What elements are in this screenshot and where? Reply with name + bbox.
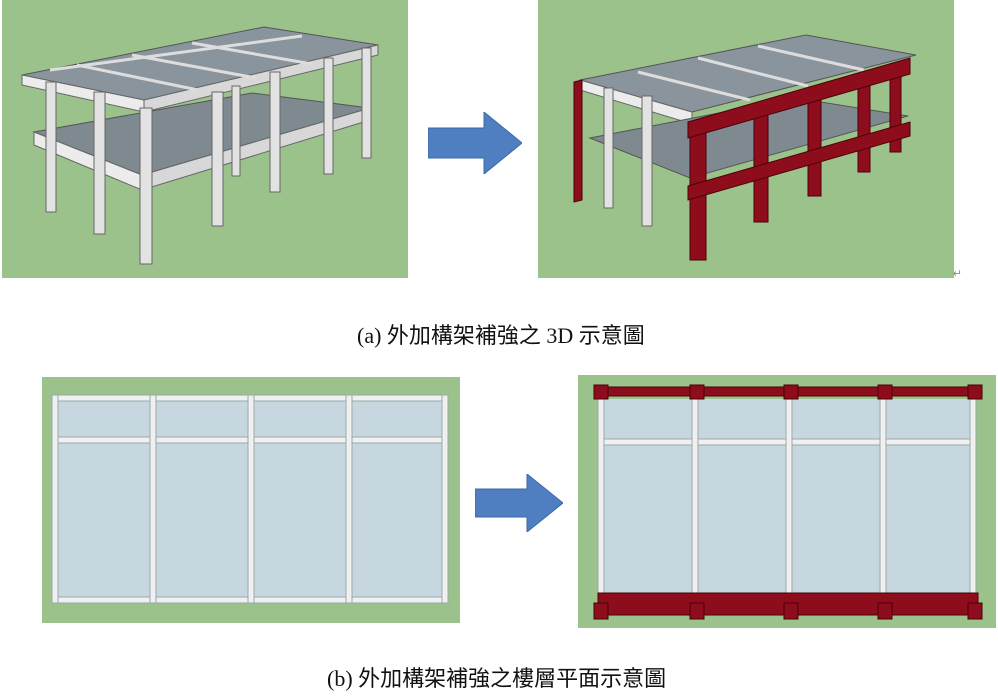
panel-3d-original (2, 0, 408, 278)
caption-b: (b) 外加構架補強之樓層平面示意圖 (327, 666, 667, 691)
panel-3d-reinforced: ↵ (538, 0, 962, 280)
floor-plan-reinforced (593, 384, 983, 620)
panel-plan-original (42, 377, 460, 623)
paragraph-mark: ↵ (952, 267, 962, 280)
right-arrow-icon (428, 112, 522, 174)
caption-a: (a) 外加構架補強之 3D 示意圖 (357, 323, 645, 348)
building-3d-original (21, 26, 379, 265)
building-3d-reinforced (573, 34, 917, 261)
floor-plan-original (51, 394, 449, 604)
right-arrow-icon (475, 474, 563, 532)
panel-plan-reinforced (578, 375, 996, 628)
